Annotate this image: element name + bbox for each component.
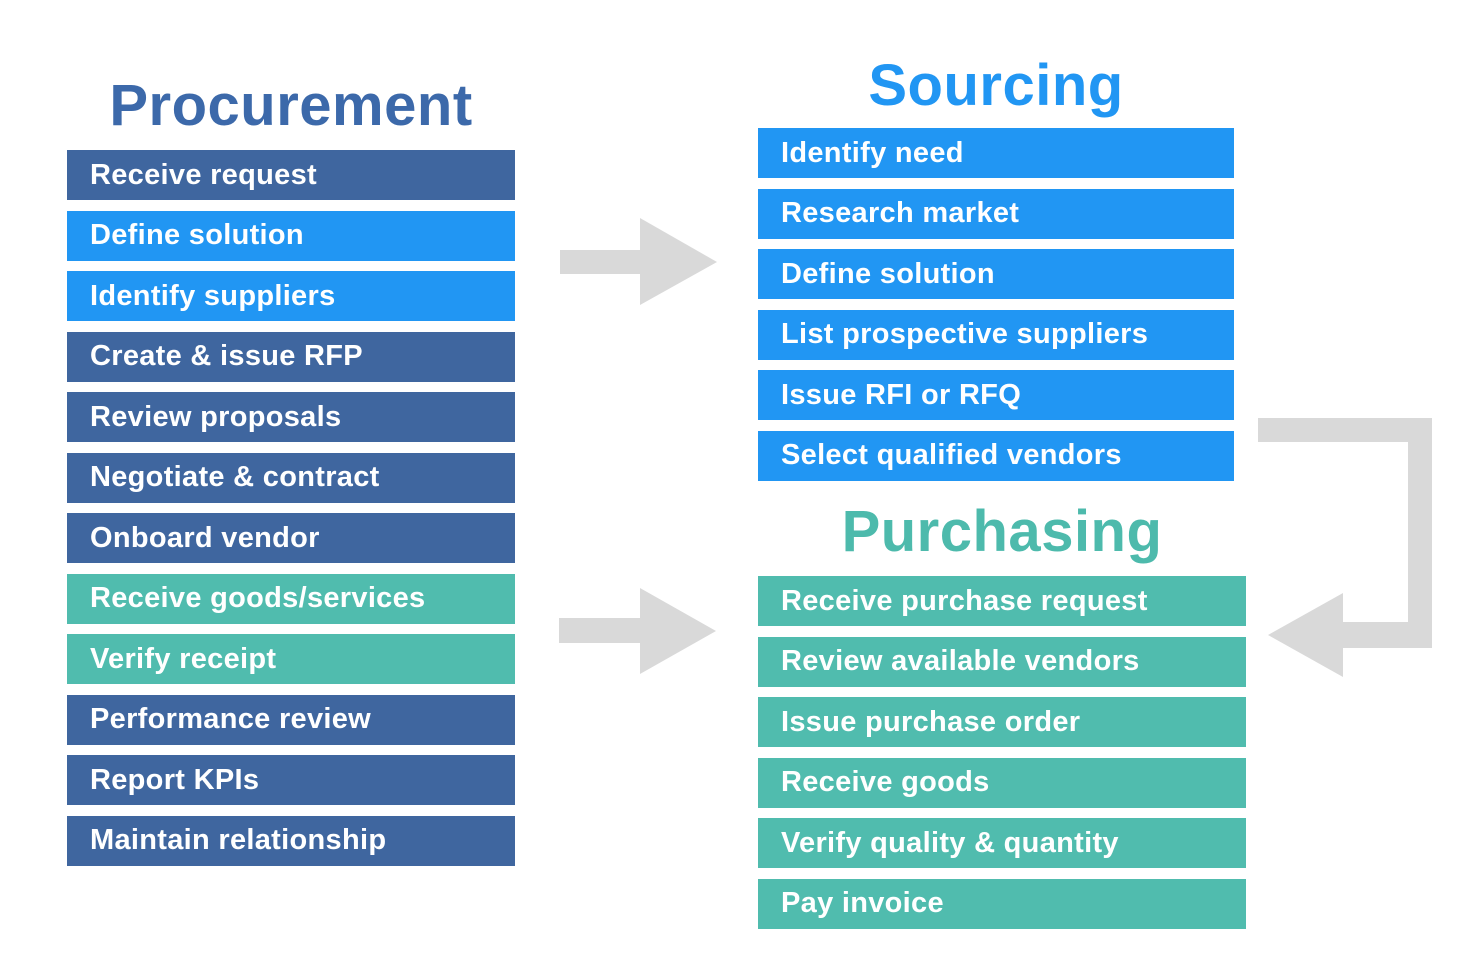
sourcing-step: Identify need <box>758 128 1234 178</box>
purchasing-step: Receive goods <box>758 757 1246 808</box>
sourcing-step: Issue RFI or RFQ <box>758 370 1234 420</box>
purchasing-step: Pay invoice <box>758 878 1246 929</box>
purchasing-step: Verify quality & quantity <box>758 818 1246 868</box>
arrow-procurement-to-purchasing-icon <box>559 588 716 674</box>
procurement-step: Define solution <box>67 210 515 261</box>
procurement-step: Receive goods/services <box>67 573 515 624</box>
purchasing-step-list: Receive purchase request Review availabl… <box>758 576 1246 939</box>
procurement-step-list: Receive request Define solution Identify… <box>67 150 515 876</box>
procurement-step: Create & issue RFP <box>67 331 515 382</box>
arrow-procurement-to-sourcing-icon <box>560 218 717 305</box>
procurement-step: Review proposals <box>67 392 515 442</box>
sourcing-step: Select qualified vendors <box>758 430 1234 481</box>
sourcing-step: List prospective suppliers <box>758 309 1234 360</box>
sourcing-step: Define solution <box>758 249 1234 299</box>
procurement-step: Performance review <box>67 694 515 745</box>
procurement-step: Maintain relationship <box>67 815 515 866</box>
procurement-title: Procurement <box>109 73 473 138</box>
purchasing-title: Purchasing <box>841 499 1163 564</box>
procurement-step: Report KPIs <box>67 755 515 805</box>
procurement-step: Identify suppliers <box>67 271 515 321</box>
purchasing-step: Issue purchase order <box>758 697 1246 747</box>
arrow-sourcing-to-purchasing-icon <box>1258 418 1432 677</box>
procurement-step: Receive request <box>67 150 515 200</box>
sourcing-step: Research market <box>758 188 1234 239</box>
purchasing-step: Review available vendors <box>758 636 1246 687</box>
sourcing-step-list: Identify need Research market Define sol… <box>758 128 1234 491</box>
procurement-step: Onboard vendor <box>67 513 515 563</box>
procurement-step: Verify receipt <box>67 634 515 684</box>
sourcing-title: Sourcing <box>868 53 1124 118</box>
procurement-step: Negotiate & contract <box>67 452 515 503</box>
purchasing-step: Receive purchase request <box>758 576 1246 626</box>
